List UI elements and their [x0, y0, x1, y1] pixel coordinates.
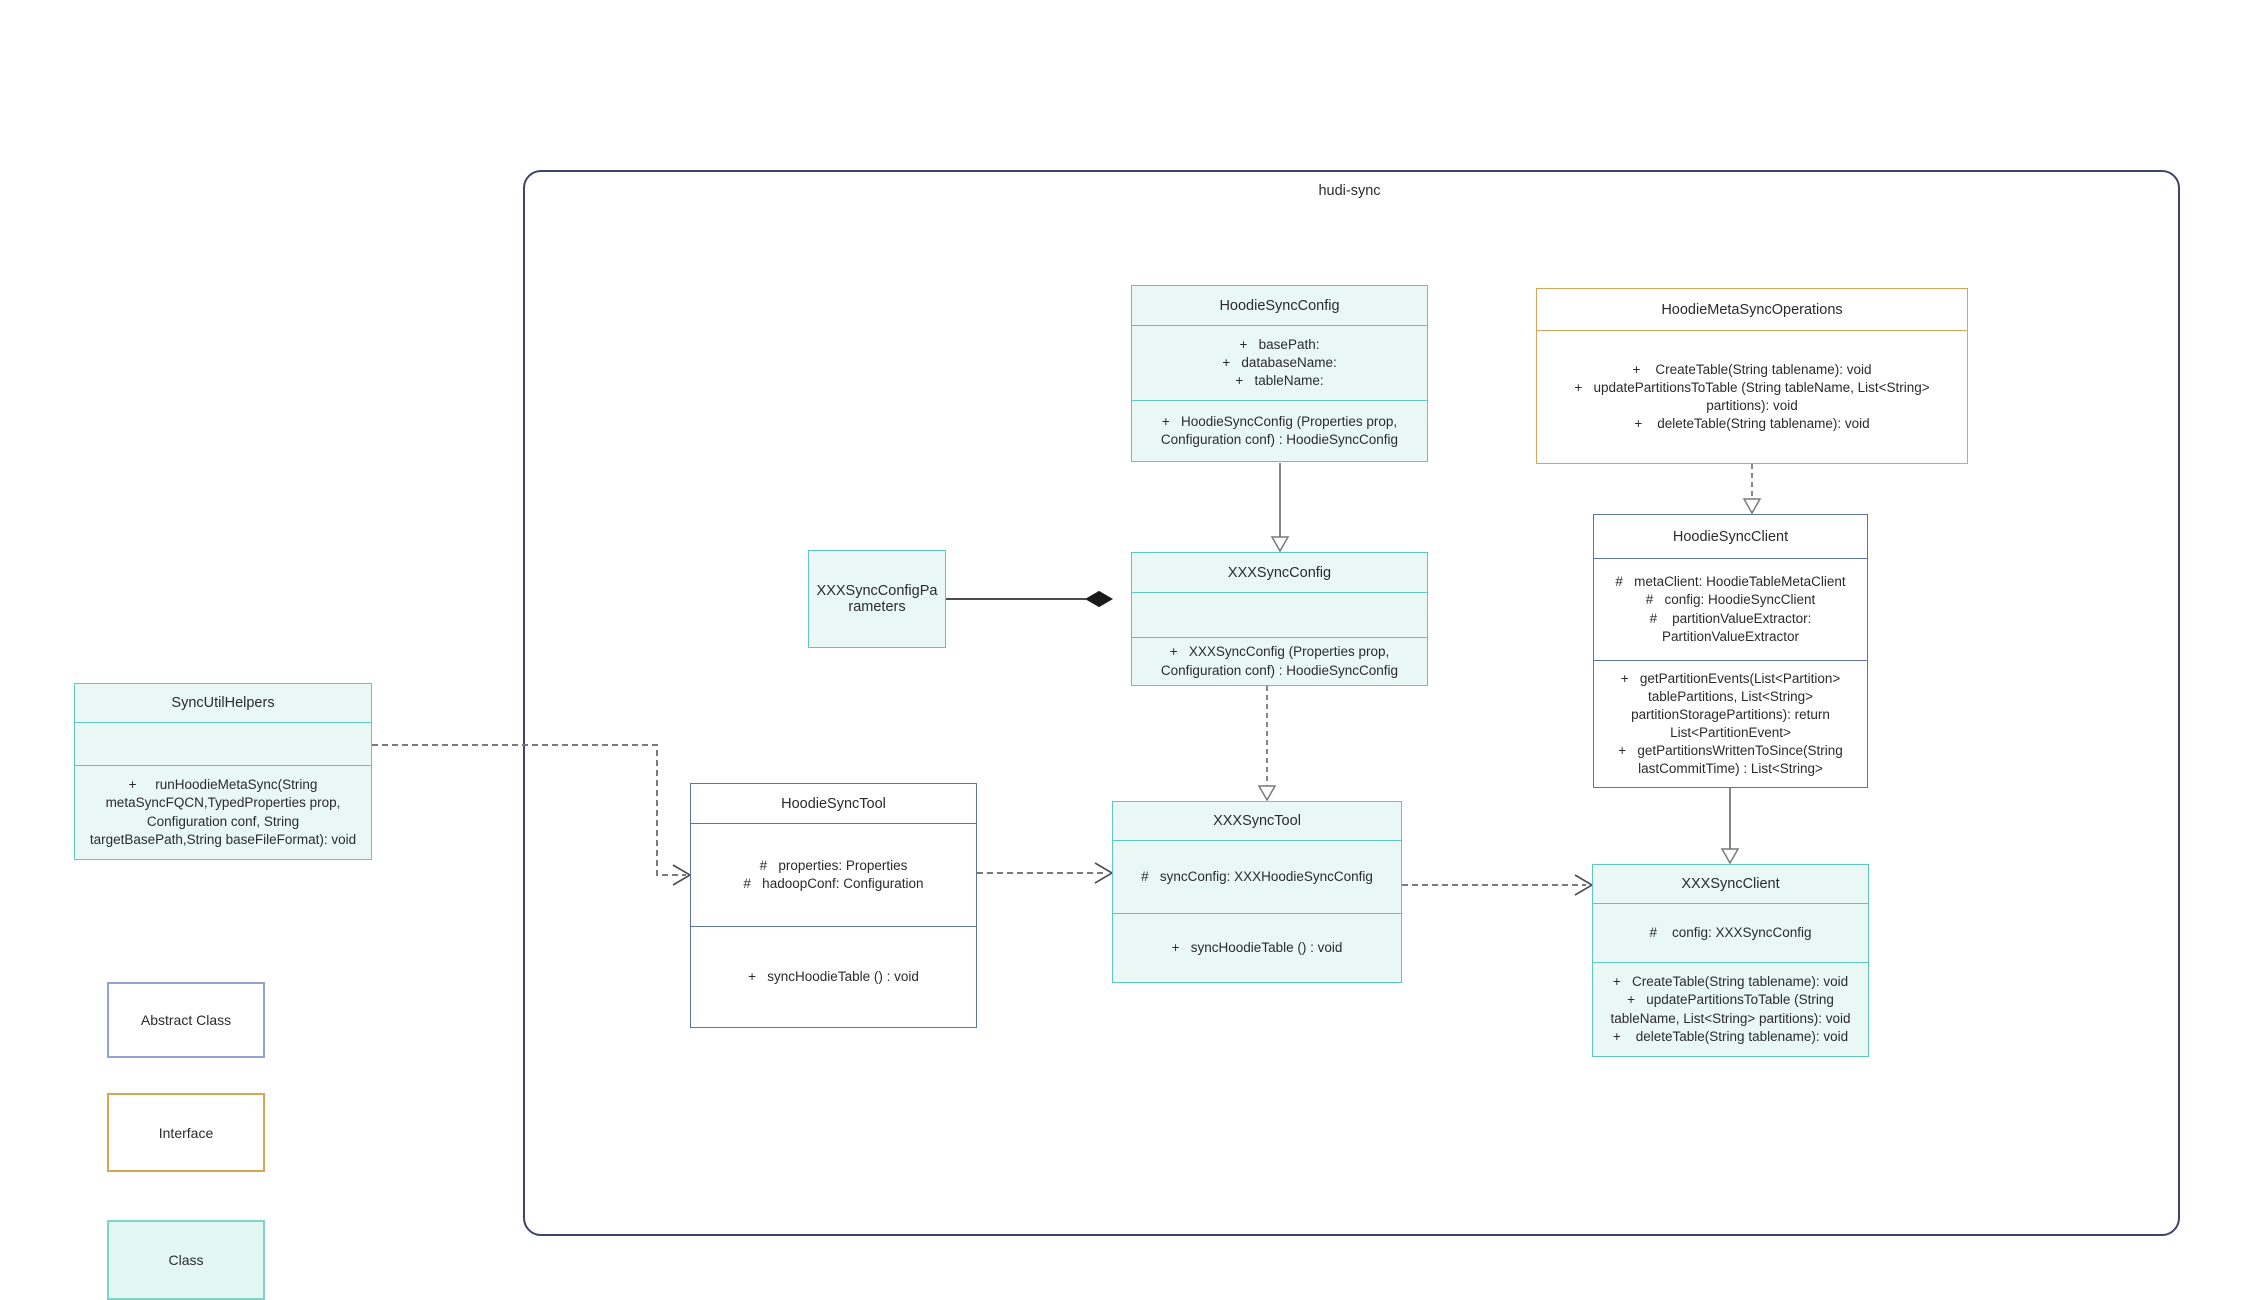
class-methods: + CreateTable(String tablename): void + …: [1537, 331, 1967, 463]
class-title: SyncUtilHelpers: [75, 684, 371, 723]
class-title: HoodieMetaSyncOperations: [1537, 289, 1967, 331]
method-line: + syncHoodieTable () : void: [748, 968, 919, 984]
method-line: + CreateTable(String tablename): void: [1632, 361, 1872, 377]
abstract-class-box-hoodiesynctool: HoodieSyncTool # properties: Properties …: [690, 783, 977, 1028]
class-methods: + syncHoodieTable () : void: [1113, 914, 1401, 982]
hudi-sync-package-label: hudi-sync: [1318, 183, 1381, 199]
method-line: + updatePartitionsToTable (String tableN…: [1574, 379, 1934, 413]
field-line: # properties: Properties: [759, 857, 908, 873]
class-title: XXXSyncClient: [1593, 865, 1868, 904]
class-methods: + HoodieSyncConfig (Properties prop, Con…: [1132, 401, 1427, 461]
class-fields: + basePath: + databaseName: + tableName:: [1132, 326, 1427, 401]
class-fields: # config: XXXSyncConfig: [1593, 904, 1868, 963]
method-line: + runHoodieMetaSync(String metaSyncFQCN,…: [89, 777, 357, 847]
field-line: + basePath:: [1239, 336, 1320, 352]
class-box-xxxsynctool: XXXSyncTool # syncConfig: XXXHoodieSyncC…: [1112, 801, 1402, 983]
legend-abstract-class: Abstract Class: [107, 982, 265, 1058]
class-title: XXXSyncTool: [1113, 802, 1401, 841]
legend-interface: Interface: [107, 1093, 265, 1172]
class-box-xxxsyncclient: XXXSyncClient # config: XXXSyncConfig + …: [1592, 864, 1869, 1057]
class-box-xxxsyncconfigparameters: XXXSyncConfigParameters: [808, 550, 946, 648]
class-methods: + XXXSyncConfig (Properties prop, Config…: [1132, 638, 1427, 685]
class-fields: # properties: Properties # hadoopConf: C…: [691, 824, 976, 927]
abstract-class-box-hoodiesyncclient: HoodieSyncClient # metaClient: HoodieTab…: [1593, 514, 1868, 788]
method-line: + getPartitionEvents(List<Partition> tab…: [1620, 670, 1845, 740]
class-fields: # syncConfig: XXXHoodieSyncConfig: [1113, 841, 1401, 914]
class-title: XXXSyncConfig: [1132, 553, 1427, 593]
class-title: HoodieSyncConfig: [1132, 286, 1427, 326]
class-methods: + runHoodieMetaSync(String metaSyncFQCN,…: [75, 766, 371, 859]
method-line: + deleteTable(String tablename): void: [1612, 1028, 1849, 1044]
field-line: # config: HoodieSyncClient: [1645, 592, 1816, 608]
class-fields: [1132, 593, 1427, 638]
class-methods: + getPartitionEvents(List<Partition> tab…: [1594, 661, 1867, 787]
class-title: HoodieSyncClient: [1594, 515, 1867, 559]
method-line: + HoodieSyncConfig (Properties prop, Con…: [1160, 413, 1401, 447]
field-line: # config: XXXSyncConfig: [1649, 924, 1812, 940]
method-line: + deleteTable(String tablename): void: [1634, 416, 1870, 432]
class-box-syncutilhelpers: SyncUtilHelpers + runHoodieMetaSync(Stri…: [74, 683, 372, 860]
method-line: + getPartitionsWrittenToSince(String las…: [1618, 743, 1847, 777]
field-line: # partitionValueExtractor: PartitionValu…: [1649, 610, 1816, 644]
method-line: + XXXSyncConfig (Properties prop, Config…: [1160, 644, 1399, 678]
field-line: + databaseName:: [1222, 354, 1337, 370]
field-line: + tableName:: [1235, 373, 1324, 389]
class-fields: # metaClient: HoodieTableMetaClient # co…: [1594, 559, 1867, 661]
method-line: + syncHoodieTable () : void: [1171, 939, 1343, 955]
class-box-hoodiesyncconfig: HoodieSyncConfig + basePath: + databaseN…: [1131, 285, 1428, 462]
class-box-xxxsyncconfig: XXXSyncConfig + XXXSyncConfig (Propertie…: [1131, 552, 1428, 686]
method-line: + CreateTable(String tablename): void: [1612, 974, 1849, 990]
class-title: XXXSyncConfigParameters: [816, 583, 938, 615]
class-methods: + CreateTable(String tablename): void + …: [1593, 963, 1868, 1056]
hudi-sync-package-frame: [523, 170, 2180, 1236]
field-line: # metaClient: HoodieTableMetaClient: [1615, 574, 1846, 590]
class-fields: [75, 723, 371, 766]
class-title: HoodieSyncTool: [691, 784, 976, 824]
method-line: + updatePartitionsToTable (String tableN…: [1610, 992, 1851, 1026]
class-methods: + syncHoodieTable () : void: [691, 927, 976, 1027]
legend-class: Class: [107, 1220, 265, 1300]
interface-box-hoodiemetasyncoperations: HoodieMetaSyncOperations + CreateTable(S…: [1536, 288, 1968, 464]
field-line: # hadoopConf: Configuration: [743, 876, 924, 891]
field-line: # syncConfig: XXXHoodieSyncConfig: [1141, 868, 1373, 884]
